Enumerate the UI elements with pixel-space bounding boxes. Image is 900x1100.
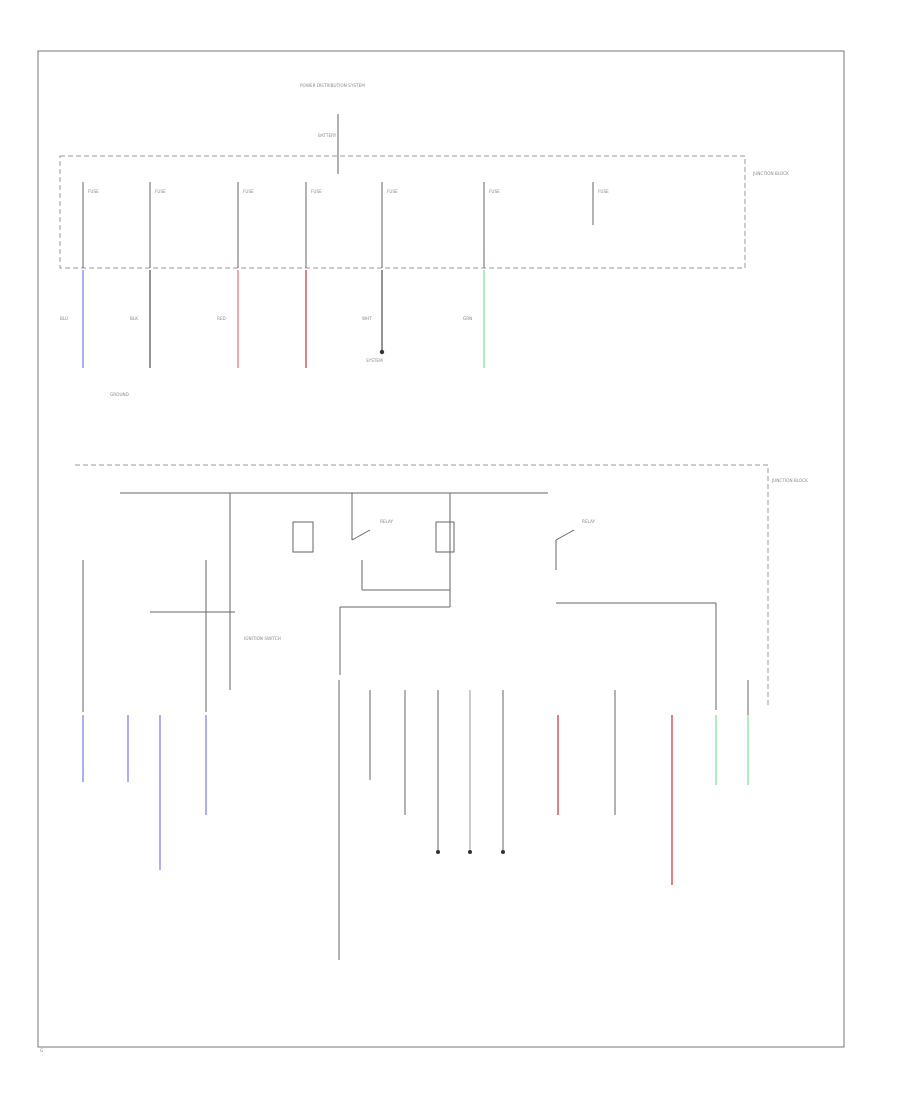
svg-text:FUSE: FUSE — [88, 189, 99, 194]
svg-text:FUSE: FUSE — [155, 189, 166, 194]
svg-text:BLK: BLK — [130, 316, 138, 321]
svg-text:SYSTEM: SYSTEM — [366, 358, 383, 363]
diagram-frame — [37, 50, 845, 1048]
junction-box-top — [59, 155, 746, 269]
svg-text:BLU: BLU — [60, 316, 68, 321]
svg-text:FUSE: FUSE — [598, 189, 609, 194]
lower-wires — [82, 560, 749, 960]
top-colored-wires: BLU RED GRN BLK WHT GROUND SYSTEM — [60, 270, 485, 397]
svg-text:FUSE: FUSE — [489, 189, 500, 194]
svg-text:FUSE: FUSE — [311, 189, 322, 194]
mid-bus: RELAY RELAY IGNITION SWITCH — [120, 492, 717, 710]
junction-box-mid — [75, 464, 769, 705]
footer-mark: G — [40, 1048, 43, 1053]
fuse-label-top: BATTERY — [318, 133, 337, 138]
svg-text:IGNITION SWITCH: IGNITION SWITCH — [244, 636, 281, 641]
source-label: POWER DISTRIBUTION SYSTEM — [300, 83, 365, 88]
svg-text:GROUND: GROUND — [110, 392, 129, 397]
svg-text:FUSE: FUSE — [243, 189, 254, 194]
svg-text:RELAY: RELAY — [582, 519, 596, 524]
svg-text:RELAY: RELAY — [380, 519, 394, 524]
svg-text:WHT: WHT — [362, 316, 372, 321]
svg-text:RED: RED — [217, 316, 226, 321]
junction-label-mid: JUNCTION BLOCK — [771, 478, 808, 483]
top-fuses: FUSE FUSE FUSE FUSE FUSE FUSE FUSE — [82, 182, 609, 268]
svg-text:GRN: GRN — [463, 316, 472, 321]
junction-label-top: JUNCTION BLOCK — [752, 171, 789, 176]
svg-text:FUSE: FUSE — [387, 189, 398, 194]
